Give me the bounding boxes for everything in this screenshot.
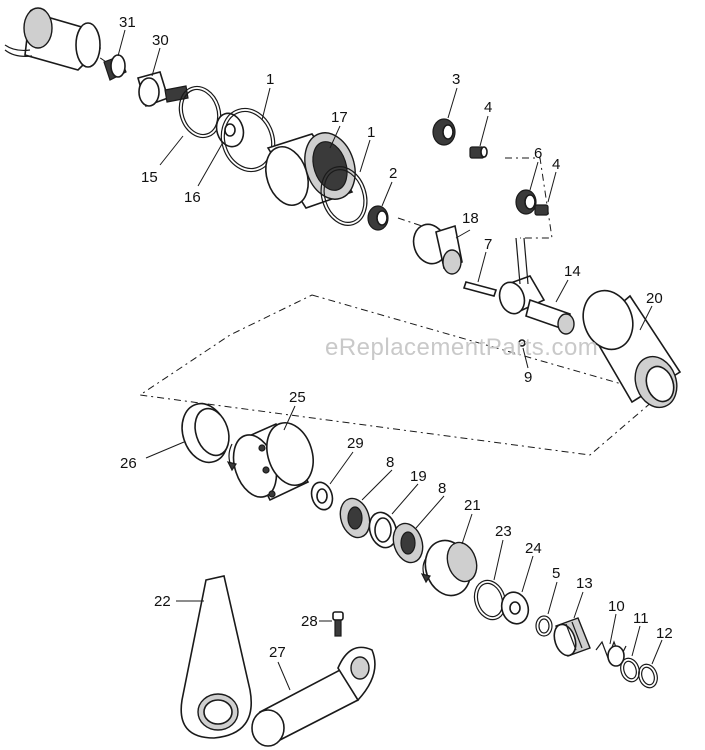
part-31-bearing — [103, 54, 127, 81]
part-1-o-ring-a — [220, 107, 276, 173]
callout-20: 20 — [646, 290, 663, 307]
part-10-spring — [595, 640, 627, 667]
part-2-planet-gear — [367, 205, 389, 231]
part-11-ring — [620, 657, 640, 683]
part-21-cam — [420, 539, 478, 597]
part-27-side-handle — [251, 646, 376, 747]
part-24-washer — [500, 591, 530, 625]
leader-lines — [117, 29, 663, 691]
callout-1-b: 1 — [367, 124, 375, 141]
callout-16: 16 — [184, 189, 201, 206]
part-28-screw — [332, 611, 344, 637]
callout-31: 31 — [119, 14, 136, 31]
part-26-ring — [181, 402, 230, 464]
callout-28: 28 — [301, 613, 318, 630]
part-1-o-ring-b — [320, 166, 368, 226]
assembly-outlines — [29, 9, 662, 456]
callout-8-b: 8 — [438, 480, 446, 497]
part-20-housing — [582, 289, 682, 409]
watermark-text: eReplacementParts.com — [325, 334, 598, 361]
callout-4-a: 4 — [484, 99, 492, 116]
callout-13: 13 — [576, 575, 593, 592]
part-7-pin — [462, 281, 498, 297]
callout-24: 24 — [525, 540, 542, 557]
callout-29: 29 — [347, 435, 364, 452]
callout-21: 21 — [464, 497, 481, 514]
part-5-ring — [535, 615, 553, 637]
part-22-handle — [180, 575, 252, 739]
callout-23: 23 — [495, 523, 512, 540]
part-13-spring-housing — [553, 617, 591, 657]
part-12-ring — [638, 663, 658, 689]
callout-2: 2 — [389, 165, 397, 182]
part-8-bearing-b — [392, 522, 424, 564]
callout-17: 17 — [331, 109, 348, 126]
callout-10: 10 — [608, 598, 625, 615]
callout-4-b: 4 — [552, 156, 560, 173]
callout-6: 6 — [534, 145, 542, 162]
part-4-pin-a — [469, 146, 488, 159]
part-8-bearing-a — [339, 497, 371, 539]
callout-8-a: 8 — [386, 454, 394, 471]
callout-19: 19 — [410, 468, 427, 485]
callout-15: 15 — [141, 169, 158, 186]
callout-12: 12 — [656, 625, 673, 642]
part-15-retaining-ring — [178, 85, 222, 139]
callout-11: 11 — [633, 610, 649, 627]
part-30-spindle — [137, 71, 189, 108]
part-14-spindle-shaft — [498, 237, 575, 335]
part-19-spacer — [368, 511, 398, 549]
part-17-ring-gear — [265, 132, 356, 209]
callout-27: 27 — [269, 644, 286, 661]
callout-labels: 31 30 1 17 1 2 15 16 3 4 6 4 18 7 14 20 … — [119, 14, 673, 661]
part-3-gear — [432, 118, 456, 146]
motor-housing-top — [4, 7, 102, 71]
part-29-washer — [310, 481, 334, 511]
callout-7: 7 — [484, 236, 492, 253]
part-9-ball — [518, 339, 526, 347]
callout-18: 18 — [462, 210, 479, 227]
callout-5: 5 — [552, 565, 560, 582]
callout-25: 25 — [289, 389, 306, 406]
callout-14: 14 — [564, 263, 581, 280]
part-23-retaining-ring — [473, 579, 507, 621]
callout-22: 22 — [154, 593, 171, 610]
part-4-pin-b — [534, 204, 549, 216]
part-25-clutch-housing — [226, 422, 314, 502]
callout-1-a: 1 — [266, 71, 274, 88]
callout-30: 30 — [152, 32, 169, 49]
callout-26: 26 — [120, 455, 137, 472]
part-6-gear — [515, 189, 537, 215]
part-18-planet-carrier — [412, 223, 463, 275]
callout-3: 3 — [452, 71, 460, 88]
callout-9: 9 — [524, 369, 532, 386]
